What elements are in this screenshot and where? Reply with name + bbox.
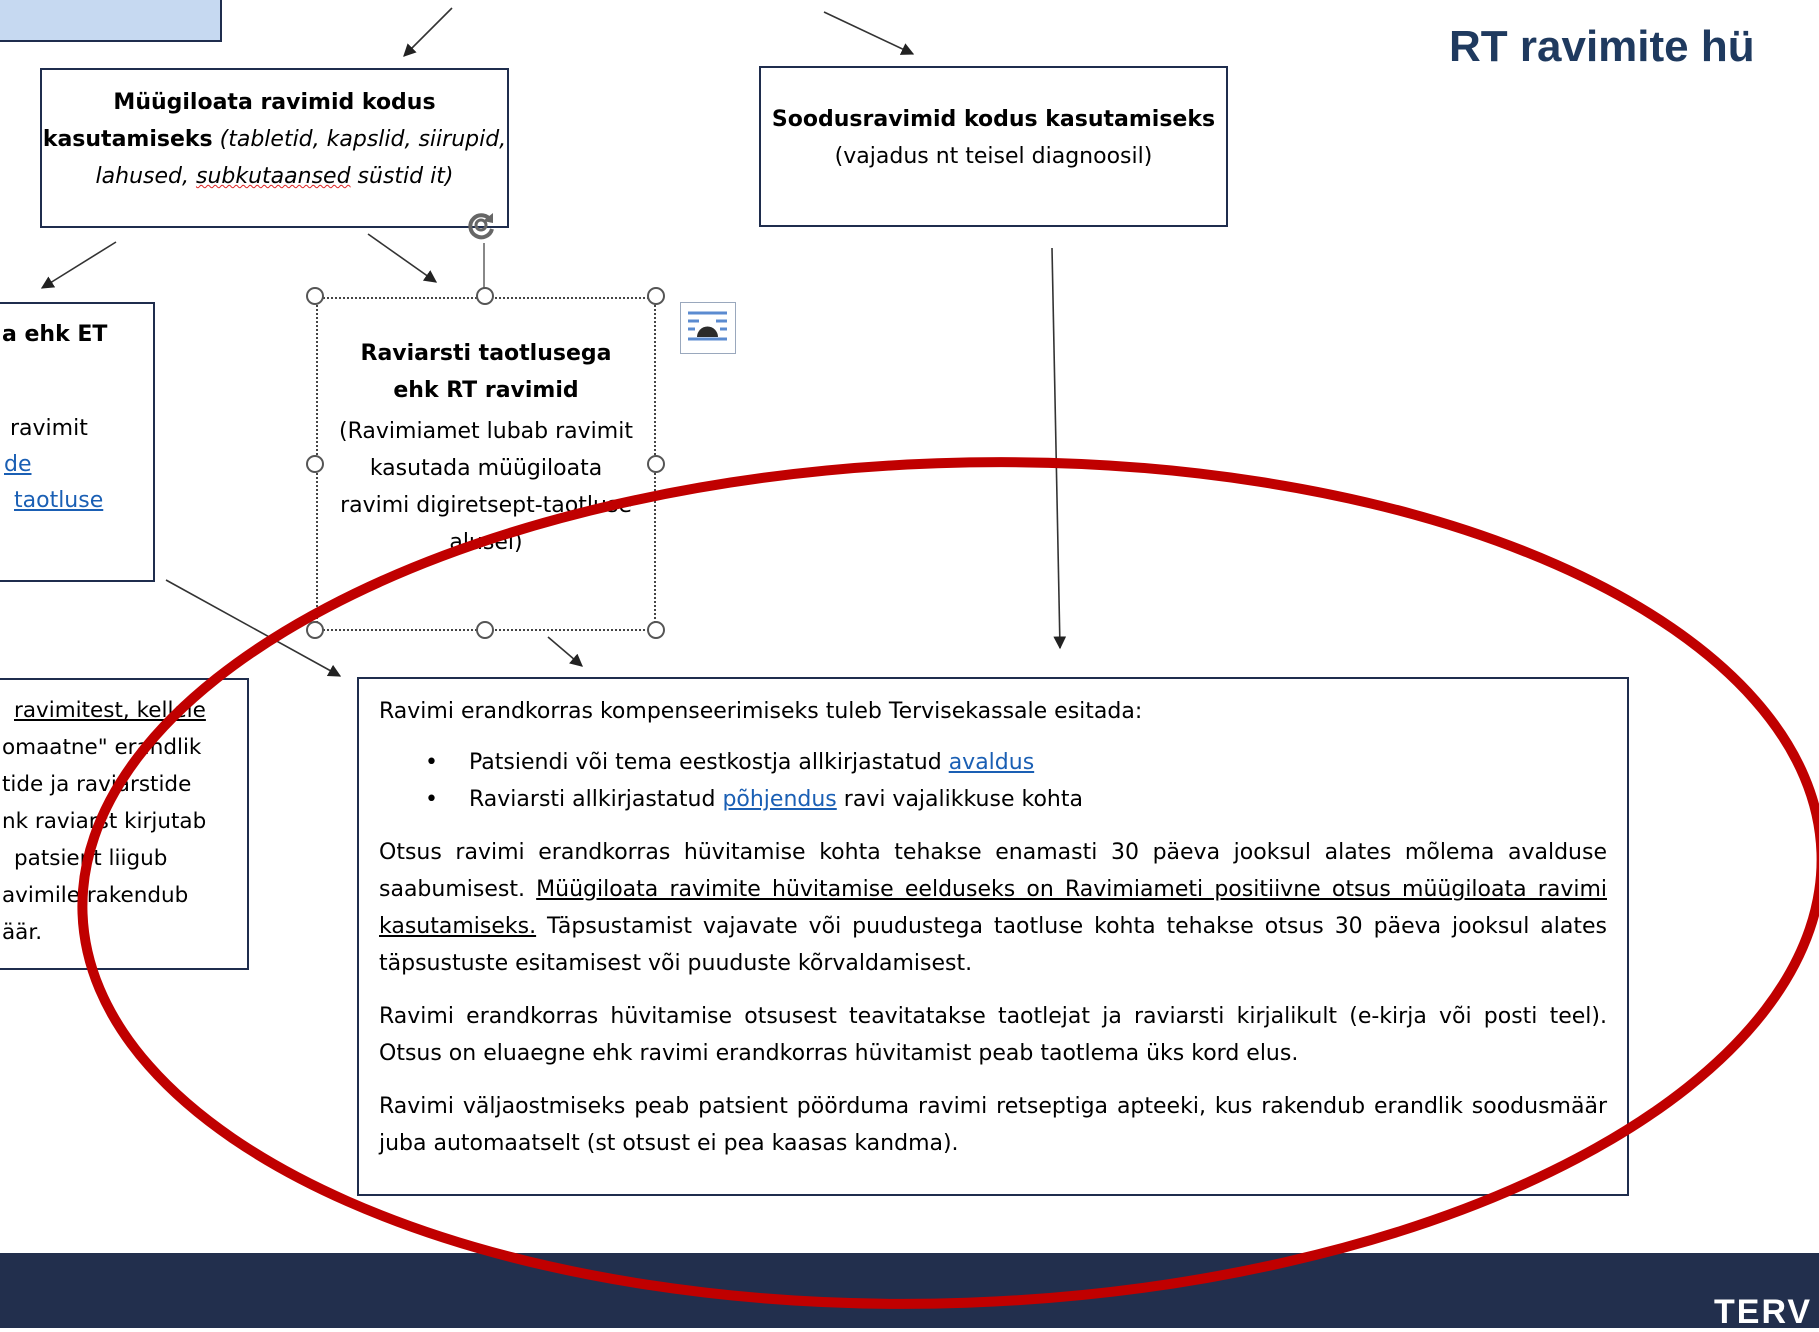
rotate-handle-stem [483, 243, 485, 291]
footer-logo: TERV [1714, 1293, 1813, 1331]
pohjendus-link[interactable]: põhjendus [722, 787, 837, 812]
slide-footer: TERV [0, 1253, 1819, 1331]
rt-drugs-box[interactable]: Raviarsti taotlusega ehk RT ravimid (Rav… [316, 297, 656, 631]
et-drugs-title-fragment: a ehk ET [2, 322, 108, 347]
arrow-to-top-right-box [823, 11, 915, 55]
rt-drugs-note: (Ravimiamet lubab ravimit kasutada müügi… [339, 419, 633, 555]
unlicensed-drugs-note-open: (tabletid, kapslid, siirupid, lahused, [95, 127, 507, 189]
subsidized-drugs-note: (vajadus nt teisel diagnoosil) [834, 144, 1153, 169]
subsidized-drugs-title: Soodusravimid kodus kasutamiseks [771, 107, 1216, 132]
ravimitest-line-6: avimile rakendub [2, 883, 189, 908]
et-drugs-box: a ehk ET ravimit de taotluse [0, 302, 155, 582]
list-item: •Raviarsti allkirjastatud põhjendus ravi… [425, 787, 1083, 812]
compensation-intro: Ravimi erandkorras kompenseerimiseks tul… [379, 699, 1143, 724]
pharmacy-paragraph: Ravimi väljaostmiseks peab patsient pöör… [379, 1094, 1607, 1156]
resize-handle-bottom-right[interactable] [647, 621, 665, 639]
ravimitest-line-1: ravimitest, kellele [14, 698, 206, 723]
et-drugs-link-fragment-1[interactable]: de [4, 452, 32, 477]
resize-handle-top-right[interactable] [647, 287, 665, 305]
ravimitest-line-7: äär. [2, 920, 43, 945]
decision-timeline-paragraph: Otsus ravimi erandkorras hüvitamise koht… [379, 840, 1607, 976]
compensation-info-box: Ravimi erandkorras kompenseerimiseks tul… [357, 677, 1629, 1196]
resize-handle-right[interactable] [647, 455, 665, 473]
notification-paragraph: Ravimi erandkorras hüvitamise otsusest t… [379, 1004, 1607, 1066]
unlicensed-drugs-title: Müügiloata ravimid kodus kasutamiseks [42, 90, 436, 152]
unlicensed-drugs-note-close: süstid it) [350, 164, 454, 189]
arrow-to-top-left-box [403, 7, 453, 57]
resize-handle-top[interactable] [476, 287, 494, 305]
subsidized-drugs-box: Soodusravimid kodus kasutamiseks (vajadu… [759, 66, 1228, 227]
unlicensed-drugs-box: Müügiloata ravimid kodus kasutamiseks (t… [40, 68, 509, 228]
spellcheck-word: subkutaansed [195, 164, 351, 189]
resize-handle-bottom-left[interactable] [306, 621, 324, 639]
ravimitest-line-5: patsient liigub [14, 846, 168, 871]
rotate-handle-icon[interactable] [463, 207, 499, 243]
arrow-to-left-box [40, 241, 117, 289]
arrow-from-selected-box [547, 636, 583, 667]
top-left-partial-box [0, 0, 222, 42]
ravimitest-line-4: nk raviarst kirjutab [2, 809, 207, 834]
ravimitest-line-2: omaatne" erandlik [2, 735, 202, 760]
resize-handle-left[interactable] [306, 455, 324, 473]
arrow-to-main-box-long [1051, 247, 1067, 650]
avaldus-link[interactable]: avaldus [948, 750, 1035, 775]
layout-options-icon[interactable] [680, 302, 736, 354]
ravimitest-box: ravimitest, kellele omaatne" erandlik ti… [0, 678, 249, 970]
et-drugs-line-fragment: ravimit [10, 416, 88, 441]
slide-title: RT ravimite hü [1449, 22, 1755, 71]
ravimitest-line-3: tide ja raviarstide [2, 772, 192, 797]
required-documents-list: •Patsiendi või tema eestkostja allkirjas… [379, 744, 1607, 818]
rt-drugs-title: Raviarsti taotlusega ehk RT ravimid [360, 341, 612, 403]
et-drugs-link-fragment-2[interactable]: taotluse [14, 488, 104, 513]
resize-handle-bottom[interactable] [476, 621, 494, 639]
list-item: •Patsiendi või tema eestkostja allkirjas… [425, 750, 1035, 775]
arrow-to-selected-box [367, 233, 438, 283]
resize-handle-top-left[interactable] [306, 287, 324, 305]
